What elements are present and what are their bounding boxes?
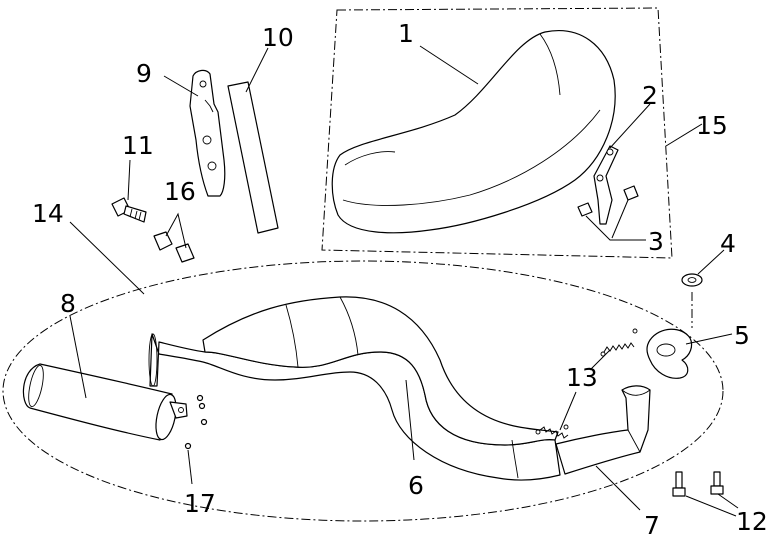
exhaust-stud-left xyxy=(672,471,686,497)
callout-6: 6 xyxy=(408,471,424,500)
callout-15: 15 xyxy=(696,111,728,140)
callout-1: 1 xyxy=(398,19,414,48)
exhaust-spring-upper xyxy=(600,328,638,357)
callout-9: 9 xyxy=(136,59,152,88)
seat xyxy=(331,30,616,234)
callout-2: 2 xyxy=(642,81,658,110)
muffler-nut-2 xyxy=(198,402,206,410)
callout-13: 13 xyxy=(566,363,598,392)
muffler-mounting-bracket xyxy=(189,69,226,197)
leader-line-4 xyxy=(697,249,725,275)
rubber-bushing-upper xyxy=(153,231,173,251)
muffler-nut-3 xyxy=(200,418,208,426)
leader-line-9 xyxy=(163,75,199,97)
exhaust-stud-right xyxy=(710,471,724,495)
leader-line-3 xyxy=(585,199,646,241)
muffler-nut-4 xyxy=(184,442,192,450)
seat-latch-bracket xyxy=(593,145,619,225)
muffler xyxy=(22,363,188,441)
callout-5: 5 xyxy=(734,321,750,350)
leader-line-11 xyxy=(127,159,131,201)
leader-line-1 xyxy=(419,45,479,85)
mounting-bolt xyxy=(111,197,147,223)
heat-shield-strip xyxy=(227,81,279,234)
callout-7: 7 xyxy=(644,511,660,540)
leader-line-10 xyxy=(245,47,269,93)
leader-line-6 xyxy=(405,379,415,461)
exhaust-spring-lower xyxy=(535,424,569,439)
leader-line-13 xyxy=(559,349,611,431)
callout-12: 12 xyxy=(736,507,768,536)
leader-line-12 xyxy=(685,493,739,517)
washer xyxy=(681,273,703,287)
callout-4: 4 xyxy=(720,229,736,258)
leader-line-2 xyxy=(609,103,651,149)
leader-line-15 xyxy=(665,123,703,147)
callout-10: 10 xyxy=(262,23,294,52)
leader-line-7 xyxy=(595,465,641,511)
exhaust-connector-pipe xyxy=(555,385,651,475)
callout-8: 8 xyxy=(60,289,76,318)
muffler-nut-1 xyxy=(196,394,204,402)
callout-16: 16 xyxy=(164,177,196,206)
exhaust-flange xyxy=(646,328,693,379)
seat-rubber-buffer-left xyxy=(577,202,593,217)
leader-line-14 xyxy=(69,221,145,295)
rubber-bushing-lower xyxy=(175,243,195,263)
callout-11: 11 xyxy=(122,131,154,160)
callout-3: 3 xyxy=(648,227,664,256)
seat-rubber-buffer-right xyxy=(623,185,639,201)
exhaust-header-pipe xyxy=(148,296,561,481)
leader-line-8 xyxy=(69,315,87,399)
leader-line-5 xyxy=(685,333,733,345)
callout-17: 17 xyxy=(184,489,216,518)
callout-14: 14 xyxy=(32,199,64,228)
exhaust-group-boundary xyxy=(2,260,724,522)
leader-line-17 xyxy=(187,449,193,485)
leader-line-16 xyxy=(165,212,187,249)
